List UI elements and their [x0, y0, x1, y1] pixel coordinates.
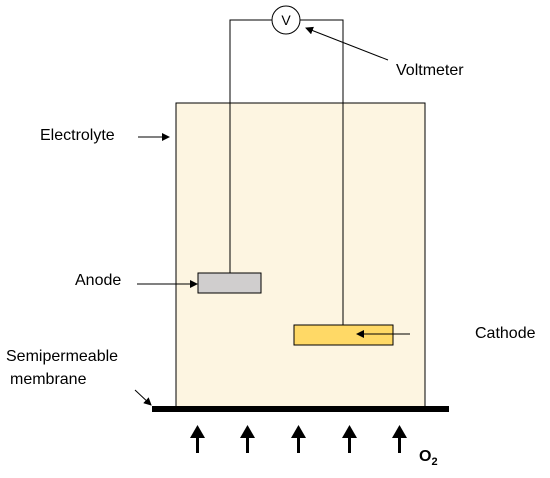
electrolyte-label: Electrolyte — [40, 127, 115, 144]
oxygen-arrow — [291, 425, 306, 453]
cathode-label: Cathode — [475, 325, 536, 342]
membrane-label-line1: Semipermeable — [6, 348, 119, 365]
membrane-label: Semipermeable membrane — [6, 345, 118, 391]
voltmeter-symbol — [271, 5, 301, 35]
cathode-wire — [300, 19, 344, 325]
oxygen-label: O2 — [419, 448, 438, 468]
anode-wire — [229, 19, 272, 273]
voltmeter-label: Voltmeter — [396, 62, 464, 79]
anode-electrode — [197, 272, 262, 294]
oxygen-symbol: O — [419, 448, 432, 465]
cathode-electrode — [293, 324, 394, 346]
voltmeter-symbol-letter: V — [281, 12, 291, 28]
oxygen-flow-arrows — [190, 425, 407, 453]
semipermeable-membrane — [152, 406, 449, 412]
voltmeter-pointer-arrow — [305, 26, 389, 61]
oxygen-arrow — [240, 425, 255, 453]
oxygen-arrow — [190, 425, 205, 453]
anode-label: Anode — [75, 272, 122, 289]
membrane-label-line2: membrane — [10, 371, 87, 388]
oxygen-arrow — [392, 425, 407, 453]
oxygen-subscript: 2 — [431, 456, 438, 468]
electrolyte-container — [175, 102, 426, 409]
oxygen-arrow — [342, 425, 357, 453]
membrane-pointer-arrow — [134, 389, 152, 406]
